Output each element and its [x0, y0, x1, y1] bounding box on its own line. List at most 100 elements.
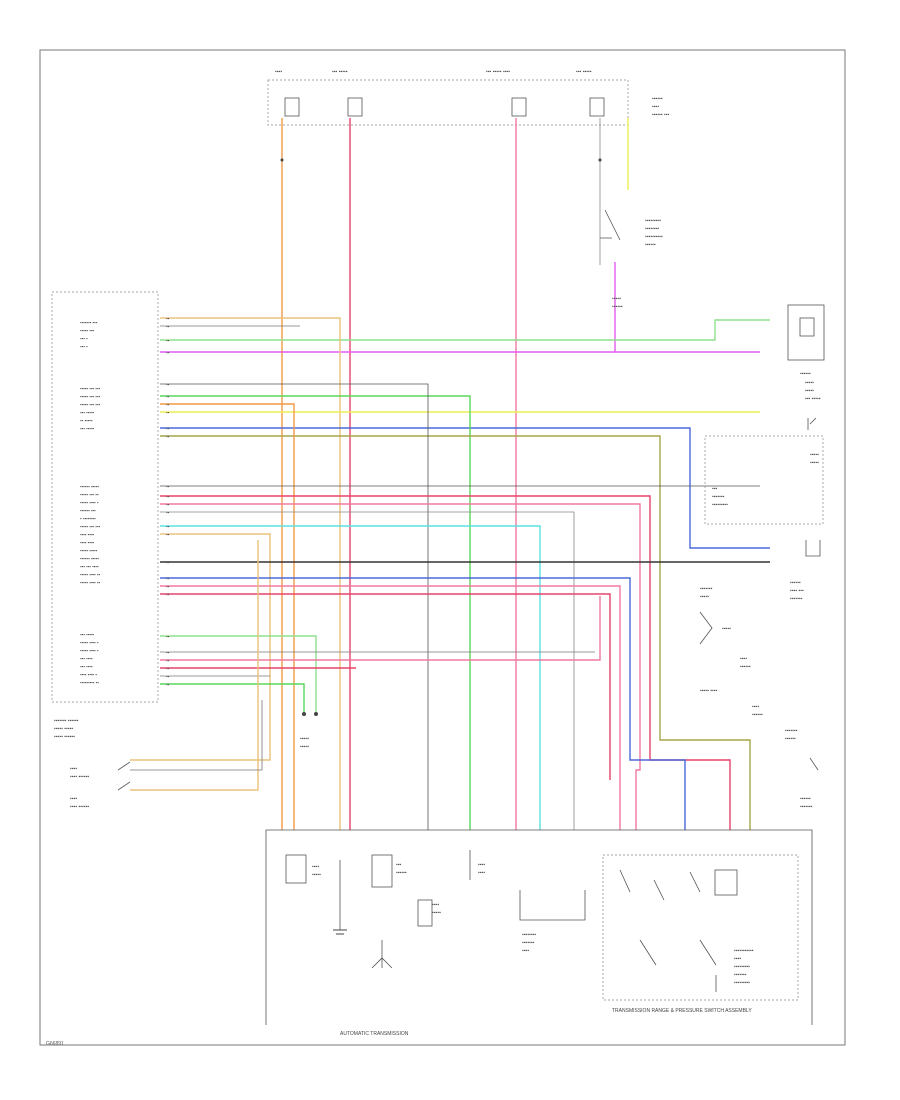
svg-text:▪▪▪▪▪ ▪▪▪▪ ▪: ▪▪▪▪▪ ▪▪▪▪ ▪ — [80, 648, 99, 653]
svg-text:▪▪▪▪▪▪▪: ▪▪▪▪▪▪▪ — [712, 494, 725, 500]
wire-harness — [130, 118, 770, 830]
svg-text:▪▪▪: ▪▪▪ — [712, 486, 718, 492]
svg-text:▪▪▪ ▪▪▪▪▪: ▪▪▪ ▪▪▪▪▪ — [805, 396, 821, 402]
svg-text:▪▪▪▪▪ ▪▪▪▪ ▪▪: ▪▪▪▪▪ ▪▪▪▪ ▪▪ — [80, 580, 100, 585]
wire-blue — [160, 427, 770, 549]
diagram-border — [39, 49, 846, 1046]
wire-gray-4 — [160, 511, 575, 830]
svg-text:▪▪▪ ▪▪▪ ▪▪▪▪: ▪▪▪ ▪▪▪ ▪▪▪▪ — [80, 564, 99, 569]
svg-text:▪▪▪▪▪▪▪ ▪▪▪▪▪▪: ▪▪▪▪▪▪▪ ▪▪▪▪▪▪ — [54, 718, 79, 724]
svg-text:▪▪: ▪▪ — [166, 402, 170, 407]
svg-text:▪▪▪▪▪ ▪▪▪▪: ▪▪▪▪▪ ▪▪▪▪ — [700, 688, 718, 694]
svg-text:▪▪▪▪▪ ▪▪▪▪▪: ▪▪▪▪▪ ▪▪▪▪▪ — [80, 548, 98, 553]
svg-text:▪▪▪▪▪ ▪▪▪ ▪▪▪: ▪▪▪▪▪ ▪▪▪ ▪▪▪ — [80, 394, 100, 399]
svg-text:▪▪▪▪▪▪▪: ▪▪▪▪▪▪▪ — [522, 940, 535, 946]
wire-gray-2 — [160, 383, 429, 830]
svg-text:▪▪▪▪: ▪▪▪▪ — [70, 796, 77, 802]
svg-text:▪▪▪▪▪ ▪▪▪: ▪▪▪▪▪ ▪▪▪ — [80, 328, 94, 333]
svg-text:▪ ▪▪▪▪▪▪▪▪: ▪ ▪▪▪▪▪▪▪▪ — [80, 516, 96, 521]
page-id: G66891 — [46, 1041, 64, 1047]
svg-text:▪▪▪▪ ▪▪▪▪ ▪: ▪▪▪▪ ▪▪▪▪ ▪ — [80, 672, 97, 677]
svg-text:▪▪▪▪▪▪▪: ▪▪▪▪▪▪▪ — [785, 728, 798, 734]
svg-text:▪▪▪▪: ▪▪▪▪ — [740, 656, 747, 662]
svg-text:▪▪▪▪▪▪: ▪▪▪▪▪▪ — [612, 304, 623, 310]
svg-text:▪▪▪▪ ▪▪▪▪▪▪: ▪▪▪▪ ▪▪▪▪▪▪ — [70, 804, 89, 810]
svg-text:▪▪▪▪▪▪: ▪▪▪▪▪▪ — [800, 371, 811, 377]
svg-text:▪▪▪▪▪▪: ▪▪▪▪▪▪ — [740, 664, 751, 670]
svg-text:▪▪▪▪▪ ▪▪▪▪ ▪▪: ▪▪▪▪▪ ▪▪▪▪ ▪▪ — [80, 572, 100, 577]
svg-text:▪▪: ▪▪ — [166, 682, 170, 687]
svg-text:▪▪▪▪▪: ▪▪▪▪▪ — [810, 452, 819, 458]
svg-text:▪▪▪▪▪▪▪: ▪▪▪▪▪▪▪ — [700, 586, 713, 592]
svg-text:▪▪▪▪▪▪▪: ▪▪▪▪▪▪▪ — [734, 972, 747, 978]
svg-text:▪▪▪▪ ▪▪▪▪▪▪: ▪▪▪▪ ▪▪▪▪▪▪ — [70, 774, 89, 780]
wire-orange-2 — [160, 403, 295, 830]
svg-text:▪▪▪▪▪▪▪▪▪: ▪▪▪▪▪▪▪▪▪ — [734, 964, 750, 970]
svg-text:▪▪▪▪▪: ▪▪▪▪▪ — [700, 594, 709, 600]
svg-text:▪▪▪▪▪▪: ▪▪▪▪▪▪ — [800, 796, 811, 802]
svg-text:▪▪▪▪: ▪▪▪▪ — [734, 956, 741, 962]
svg-text:▪▪▪ ▪▪▪▪▪: ▪▪▪ ▪▪▪▪▪ — [80, 410, 94, 415]
svg-text:▪▪▪▪▪ ▪▪▪▪ ▪: ▪▪▪▪▪ ▪▪▪▪ ▪ — [80, 500, 99, 505]
svg-text:▪▪▪▪▪▪: ▪▪▪▪▪▪ — [645, 242, 656, 248]
svg-text:▪▪▪▪: ▪▪▪▪ — [70, 766, 77, 772]
wire-lightgreen — [160, 319, 770, 341]
svg-text:▪▪: ▪▪ — [166, 524, 170, 529]
wire-lightgreen-2 — [160, 635, 317, 712]
svg-text:▪▪: ▪▪ — [166, 576, 170, 581]
svg-text:▪▪▪▪▪ ▪▪▪ ▪▪▪: ▪▪▪▪▪ ▪▪▪ ▪▪▪ — [80, 402, 100, 407]
svg-text:▪▪▪▪▪: ▪▪▪▪▪ — [810, 460, 819, 466]
svg-text:▪▪: ▪▪ — [166, 350, 170, 355]
wire-pink-4 — [160, 596, 601, 661]
wire-tan-3 — [130, 540, 259, 791]
svg-text:▪▪▪▪: ▪▪▪▪ — [652, 104, 659, 110]
svg-text:▪▪▪▪▪▪: ▪▪▪▪▪▪ — [396, 870, 407, 876]
svg-text:▪▪▪: ▪▪▪ — [396, 862, 402, 868]
svg-text:▪▪: ▪▪ — [166, 510, 170, 515]
svg-text:▪▪: ▪▪ — [166, 338, 170, 343]
wire-tan-2 — [130, 533, 271, 761]
svg-text:▪▪▪▪▪▪: ▪▪▪▪▪▪ — [752, 712, 763, 718]
wire-blue-2 — [160, 577, 686, 830]
svg-text:▪▪: ▪▪ — [166, 494, 170, 499]
wire-olive — [160, 435, 751, 830]
svg-text:▪▪: ▪▪ — [166, 426, 170, 431]
wire-gray-7 — [130, 700, 263, 771]
svg-text:▪▪▪▪▪: ▪▪▪▪▪ — [312, 872, 321, 878]
svg-text:▪▪: ▪▪ — [166, 324, 170, 329]
svg-text:▪▪: ▪▪ — [166, 560, 170, 565]
svg-text:▪▪▪▪▪: ▪▪▪▪▪ — [722, 626, 731, 632]
svg-text:▪▪▪▪▪: ▪▪▪▪▪ — [432, 910, 441, 916]
svg-text:▪▪▪▪▪▪▪▪▪ ▪▪: ▪▪▪▪▪▪▪▪▪ ▪▪ — [80, 680, 99, 685]
svg-text:▪▪▪▪▪ ▪▪▪ ▪▪▪: ▪▪▪▪▪ ▪▪▪ ▪▪▪ — [80, 524, 100, 529]
svg-text:▪▪▪▪▪▪▪: ▪▪▪▪▪▪▪ — [800, 804, 813, 810]
svg-text:▪▪: ▪▪ — [166, 382, 170, 387]
svg-text:▪▪▪▪▪▪▪▪: ▪▪▪▪▪▪▪▪ — [522, 932, 536, 938]
splices — [280, 158, 602, 716]
transmission-caption: AUTOMATIC TRANSMISSION — [340, 1031, 409, 1037]
wire-violet — [614, 262, 760, 353]
svg-text:▪▪: ▪▪ — [166, 584, 170, 589]
svg-text:▪▪▪▪▪▪▪▪▪▪▪: ▪▪▪▪▪▪▪▪▪▪▪ — [734, 948, 754, 954]
svg-text:▪▪▪ ▪: ▪▪▪ ▪ — [80, 336, 88, 341]
svg-text:▪▪▪▪▪ ▪▪▪▪▪▪: ▪▪▪▪▪ ▪▪▪▪▪▪ — [54, 734, 75, 740]
svg-text:▪▪▪▪▪: ▪▪▪▪▪ — [805, 380, 814, 386]
svg-text:▪▪: ▪▪ — [166, 634, 170, 639]
svg-text:▪▪▪▪▪▪: ▪▪▪▪▪▪ — [790, 580, 801, 586]
fuse-block: ▪▪▪▪ ▪▪▪ ▪▪▪▪▪ ▪▪▪ ▪▪▪▪▪ ▪▪▪▪ ▪▪▪ ▪▪▪▪▪ … — [267, 69, 670, 126]
svg-text:▪▪▪▪▪▪ ▪▪▪▪▪: ▪▪▪▪▪▪ ▪▪▪▪▪ — [80, 484, 99, 489]
svg-text:▪▪: ▪▪ — [166, 666, 170, 671]
svg-text:▪▪▪▪▪: ▪▪▪▪▪ — [300, 744, 309, 750]
svg-text:▪▪: ▪▪ — [166, 410, 170, 415]
svg-text:▪▪: ▪▪ — [166, 484, 170, 489]
svg-text:▪▪▪▪▪ ▪▪▪ ▪▪▪: ▪▪▪▪▪ ▪▪▪ ▪▪▪ — [80, 386, 100, 391]
svg-text:▪▪▪▪▪ ▪▪▪ ▪▪: ▪▪▪▪▪ ▪▪▪ ▪▪ — [80, 492, 99, 497]
svg-text:▪▪: ▪▪ — [166, 502, 170, 507]
control-module: ▪▪▪▪▪▪▪ ▪▪▪ ▪▪▪▪▪ ▪▪▪ ▪▪▪ ▪ ▪▪▪ ▪ ▪▪▪▪▪ … — [51, 291, 159, 703]
svg-text:▪▪: ▪▪ — [166, 394, 170, 399]
svg-text:▪▪▪▪ ▪▪▪▪: ▪▪▪▪ ▪▪▪▪ — [80, 532, 94, 537]
svg-text:▪▪ ▪▪▪▪▪: ▪▪ ▪▪▪▪▪ — [80, 418, 93, 423]
svg-text:▪▪: ▪▪ — [166, 434, 170, 439]
svg-text:▪▪▪ ▪▪▪▪▪: ▪▪▪ ▪▪▪▪▪ — [80, 632, 94, 637]
svg-text:▪▪: ▪▪ — [166, 532, 170, 537]
